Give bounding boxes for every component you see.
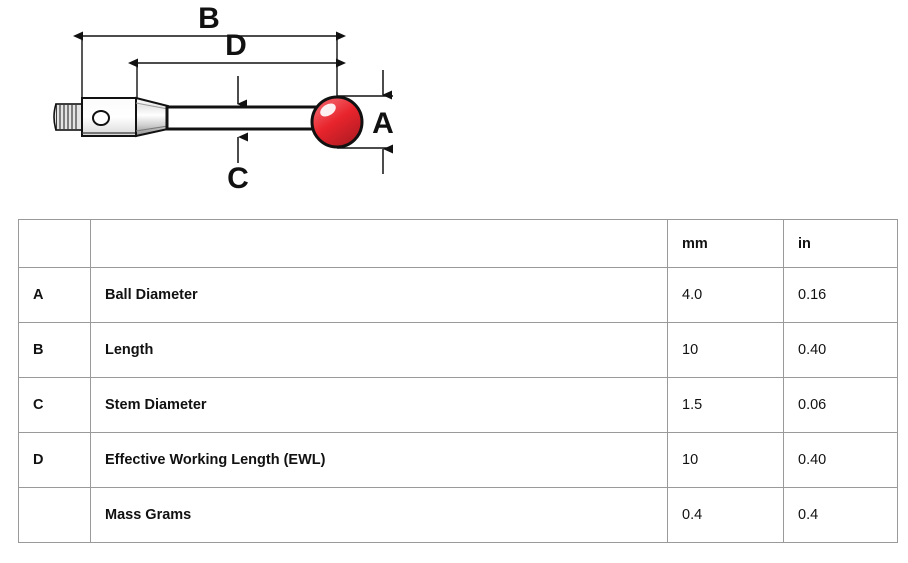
threaded-shank	[53, 103, 83, 131]
row-value-mm: 4.0	[667, 267, 784, 323]
mounting-hole	[92, 110, 110, 126]
stem	[165, 105, 334, 131]
specification-table-container: mm in A Ball Diameter 4.0 0.16 B Length …	[18, 219, 898, 543]
row-key: A	[18, 267, 91, 323]
row-value-in: 0.4	[783, 487, 898, 543]
row-key	[18, 487, 91, 543]
header-description	[90, 219, 668, 268]
row-description: Effective Working Length (EWL)	[90, 432, 668, 488]
row-description: Ball Diameter	[90, 267, 668, 323]
dimension-label-d: D	[225, 29, 247, 62]
table-row: D Effective Working Length (EWL) 10 0.40	[18, 432, 898, 488]
row-key: B	[18, 322, 91, 378]
probe-diagram: B D C A	[0, 0, 908, 205]
row-value-mm: 1.5	[667, 377, 784, 433]
row-value-mm: 10	[667, 432, 784, 488]
dimension-label-b: B	[198, 2, 220, 35]
table-row: Mass Grams 0.4 0.4	[18, 487, 898, 543]
ruby-ball	[310, 95, 364, 149]
header-mm: mm	[667, 219, 784, 268]
row-description: Stem Diameter	[90, 377, 668, 433]
dimension-label-a: A	[372, 107, 394, 140]
table-body: A Ball Diameter 4.0 0.16 B Length 10 0.4…	[18, 267, 898, 543]
row-value-in: 0.16	[783, 267, 898, 323]
ball-highlight	[320, 103, 336, 117]
row-value-in: 0.40	[783, 432, 898, 488]
table-row: A Ball Diameter 4.0 0.16	[18, 267, 898, 323]
table-header: mm in	[18, 219, 898, 268]
row-key: C	[18, 377, 91, 433]
probe-diagram-svg: B D C A	[53, 2, 394, 195]
tapered-cone	[135, 96, 169, 138]
table-header-row: mm in	[18, 219, 898, 268]
row-value-in: 0.40	[783, 322, 898, 378]
mounting-body	[81, 97, 137, 137]
dimension-label-c: C	[227, 162, 249, 195]
row-description: Mass Grams	[90, 487, 668, 543]
row-value-mm: 10	[667, 322, 784, 378]
row-value-in: 0.06	[783, 377, 898, 433]
row-value-mm: 0.4	[667, 487, 784, 543]
table-row: B Length 10 0.40	[18, 322, 898, 378]
header-key	[18, 219, 91, 268]
row-key: D	[18, 432, 91, 488]
specification-table: mm in A Ball Diameter 4.0 0.16 B Length …	[18, 219, 898, 543]
header-in: in	[783, 219, 898, 268]
row-description: Length	[90, 322, 668, 378]
table-row: C Stem Diameter 1.5 0.06	[18, 377, 898, 433]
